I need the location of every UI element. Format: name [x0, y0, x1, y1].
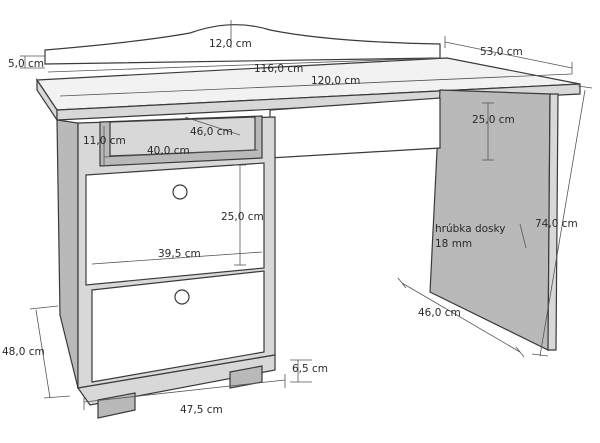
label-top-rail-height: 12,0 cm — [209, 38, 252, 50]
note-board-thickness-value: 18 mm — [435, 238, 472, 250]
label-depth: 53,0 cm — [480, 46, 523, 58]
upper-drawer-knob — [172, 184, 188, 200]
label-pedestal-width: 47,5 cm — [180, 404, 223, 416]
pedestal-left-side — [56, 119, 79, 389]
note-board-thickness: hrúbka dosky — [435, 223, 505, 235]
label-top-inner-width: 116,0 cm — [254, 63, 303, 75]
label-shelf-width: 40,0 cm — [147, 145, 190, 157]
right-side-front-edge — [547, 93, 559, 351]
label-drawer-width: 39,5 cm — [158, 248, 201, 260]
lower-drawer-knob — [174, 289, 190, 305]
label-total-height: 74,0 cm — [535, 218, 578, 230]
label-knee-panel-height: 25,0 cm — [472, 114, 515, 126]
plinth — [76, 354, 276, 406]
upper-drawer-front — [85, 162, 265, 286]
label-shelf-depth: 46,0 cm — [190, 126, 233, 138]
dimension-lines — [20, 20, 593, 410]
lower-drawer-front — [91, 270, 265, 383]
back-rail — [44, 24, 441, 65]
label-drawer-height: 25,0 cm — [221, 211, 264, 223]
label-top-outer-width: 120,0 cm — [311, 75, 360, 87]
label-pedestal-height: 48,0 cm — [2, 346, 45, 358]
label-plinth-height: 6,5 cm — [292, 363, 328, 375]
label-side-depth: 46,0 cm — [418, 307, 461, 319]
label-top-thickness: 5,0 cm — [8, 58, 44, 70]
label-shelf-height: 11,0 cm — [83, 135, 126, 147]
foot-right — [229, 365, 263, 389]
